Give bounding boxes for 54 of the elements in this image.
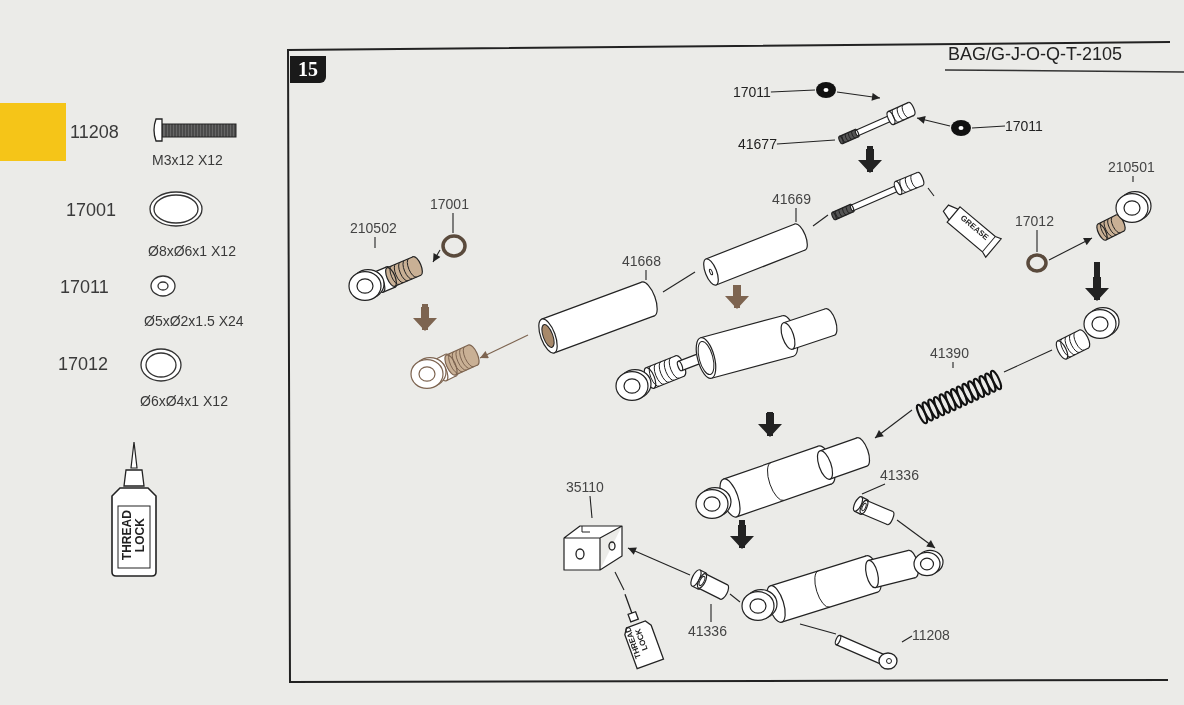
part-number: 41390 [930,344,969,362]
part-number: 17001 [66,200,117,221]
assembly-arrow [479,334,529,359]
part-spec: Ø8xØ6x1 X12 [148,243,236,259]
part-number: 17011 [733,83,771,101]
part-spec: M3x12 X12 [152,152,223,168]
part-number: 11208 [70,122,119,143]
guide-line [799,623,837,635]
part-spec: Ø5xØ2x1.5 X24 [144,313,244,329]
leader-line [1036,229,1038,253]
part-number: 17012 [58,354,109,375]
guide-line [812,214,829,227]
leader-line [776,139,836,145]
leader-line [645,269,647,281]
assembly-arrow [1048,237,1093,261]
guide-line [729,593,741,603]
leader-line [861,483,886,495]
guide-line [927,187,935,197]
part-number: 210501 [1108,158,1155,176]
leader-line [952,361,954,369]
leader-line [1132,175,1134,183]
guide-line [614,571,625,591]
part-number: 17011 [60,277,109,298]
part-number: 41336 [880,466,919,484]
part-number: 41668 [622,252,661,270]
part-number: 17001 [430,195,469,213]
leader-line [795,207,797,223]
leader-line [452,212,454,234]
part-number: 41677 [738,135,777,153]
part-number: 41336 [688,622,727,640]
leader-line [770,89,816,93]
assembly-arrow [896,519,936,549]
bottle-label: THREAD LOCK [120,509,148,563]
assembly-arrow [627,547,691,576]
part-spec: Ø6xØ4x1 X12 [140,393,228,409]
assembly-arrow [836,91,881,101]
bag-code: BAG/G-J-O-Q-T-2105 [948,44,1123,65]
leader-line [374,236,376,249]
part-number: 35110 [566,478,604,496]
guide-line [662,271,696,293]
assembly-arrow [874,409,913,439]
step-number: 15 [290,56,326,83]
part-number: 11208 [912,626,950,644]
leader-line [971,125,1006,129]
part-number: 210502 [350,219,397,237]
part-number: 17012 [1015,212,1054,230]
leader-line [710,603,712,623]
leader-line [901,635,913,643]
guide-line [1003,349,1053,373]
part-number: 17011 [1005,117,1043,135]
assembly-arrow [432,249,441,263]
part-number: 41669 [772,190,811,208]
leader-line [589,495,593,519]
assembly-arrow [916,116,951,127]
